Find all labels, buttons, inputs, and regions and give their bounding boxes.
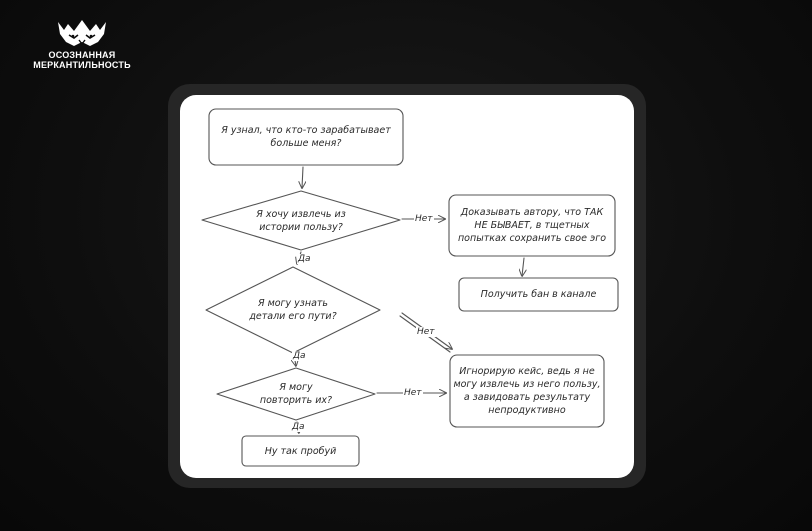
label-yes-3: Да xyxy=(291,422,306,432)
node-start-shape xyxy=(208,108,404,166)
node-try: Ну так пробуй xyxy=(264,445,337,457)
node-ignore: Игнорирую кейс, ведь я не могу извлечь и… xyxy=(453,366,601,416)
brand-line-2: МЕРКАНТИЛЬНОСТЬ xyxy=(33,60,131,70)
node-try-shape xyxy=(241,435,360,467)
node-q-benefit-shape xyxy=(201,190,401,251)
wolf-heads-crown-icon xyxy=(58,20,106,46)
node-q-repeat: Я могу повторить их? xyxy=(259,382,333,406)
brand-logo: ОСОЗНАННАЯ МЕРКАНТИЛЬНОСТЬ xyxy=(28,18,136,70)
label-no-3: Нет xyxy=(403,388,423,398)
node-prove-shape xyxy=(448,194,616,257)
node-ignore-shape xyxy=(449,354,605,428)
node-q-learn: Я могу узнать детали его пути? xyxy=(249,298,337,322)
edge-start-to-q1 xyxy=(302,166,303,188)
label-yes-1: Да xyxy=(297,254,312,264)
label-no-2: Нет xyxy=(416,327,436,337)
edge-prove-to-ban xyxy=(522,257,524,276)
node-q-benefit: Я хочу извлечь из истории пользу? xyxy=(256,209,346,233)
label-no-1: Нет xyxy=(414,214,434,224)
label-yes-2: Да xyxy=(292,351,307,361)
flowchart-card: Я узнал, что кто-то зарабатывает больше … xyxy=(180,95,634,478)
node-prove: Доказывать автору, что ТАК НЕ БЫВАЕТ, в … xyxy=(457,207,607,244)
node-start: Я узнал, что кто-то зарабатывает больше … xyxy=(221,125,391,149)
node-ban-shape xyxy=(458,277,619,312)
brand-line-1: ОСОЗНАННАЯ xyxy=(48,50,116,60)
node-ban: Получить бан в канале xyxy=(480,289,597,300)
node-q-repeat-shape xyxy=(216,367,376,421)
